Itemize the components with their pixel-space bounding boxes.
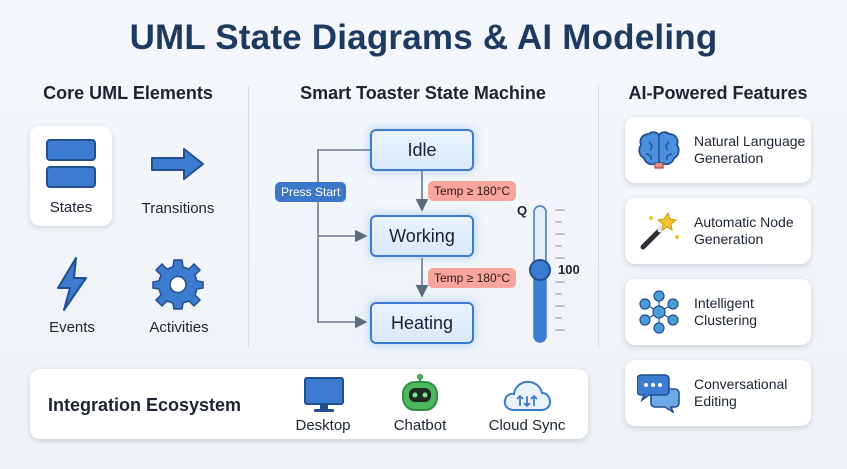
transitions-label: Transitions [141,200,215,217]
trigger-press-start: Press Start [275,182,347,202]
activities-label: Activities [149,319,209,336]
states-card[interactable]: States [30,126,112,226]
section-title-core: Core UML Elements [43,83,213,103]
feature-label-conversational-editing: Conversational Editing [694,376,788,409]
chat-bubbles-icon [637,374,680,413]
page-title: UML State Diagrams & AI Modeling [129,18,718,57]
divider-right [598,86,599,348]
feature-natural-language[interactable]: Natural Language Generation [625,117,811,183]
integration-label-chatbot: Chatbot [393,417,447,434]
monitor-icon [304,377,344,412]
state-working[interactable]: Working [370,215,474,257]
feature-automatic-node[interactable]: Automatic Node Generation [625,198,811,264]
feature-label-automatic-node: Automatic Node Generation [694,214,794,247]
states-label: States [49,199,93,216]
lightning-icon [57,257,87,311]
arrow-right-icon [151,148,204,180]
guard-working-heating: Temp ≥ 180°C [428,268,517,288]
thermometer-value: 100 [558,262,580,277]
feature-label-natural-language: Natural Language Generation [694,133,806,166]
events-label: Events [49,319,95,336]
state-idle[interactable]: Idle [370,129,474,171]
divider-left [248,86,249,348]
section-title-ai: AI-Powered Features [628,83,808,103]
feature-intelligent-clustering[interactable]: Intelligent Clustering [625,279,811,345]
states-icon [46,139,96,188]
thermometer-label: Q [517,203,528,218]
integration-label-cloud-sync: Cloud Sync [488,417,566,434]
gear-icon [152,259,204,310]
integration-title: Integration Ecosystem [48,395,242,415]
integration-label-desktop: Desktop [295,417,351,434]
thermometer-slider[interactable] [526,202,576,352]
brain-icon [638,131,680,169]
feature-conversational-editing[interactable]: Conversational Editing [625,360,811,426]
cloud-sync-icon [503,380,552,411]
cluster-icon [639,290,679,334]
magic-wand-icon [640,211,679,250]
section-title-machine: Smart Toaster State Machine [300,83,546,103]
guard-idle-working: Temp ≥ 180°C [428,181,517,201]
feature-label-intelligent-clustering: Intelligent Clustering [694,295,758,328]
state-heating[interactable]: Heating [370,302,474,344]
robot-icon [402,374,438,411]
